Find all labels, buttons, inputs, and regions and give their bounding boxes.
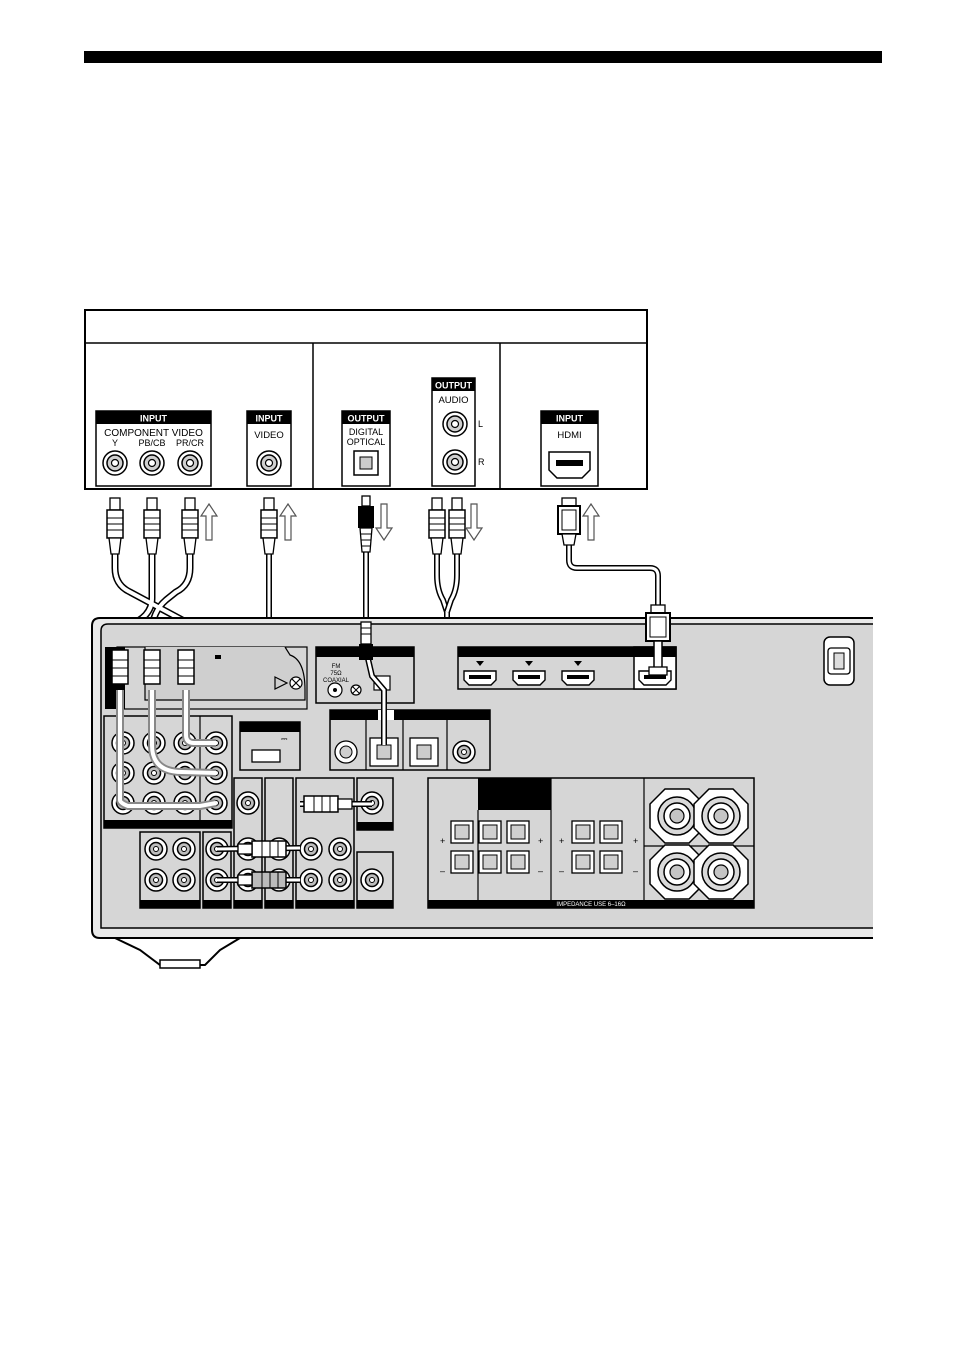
arrow-up-icon xyxy=(201,504,217,540)
speaker-terminal[interactable] xyxy=(479,851,501,873)
arrow-down-icon xyxy=(376,504,392,540)
fm-label-line1: FM xyxy=(332,664,341,670)
hdmi-input-label: HDMI xyxy=(557,430,581,441)
receiver-jack[interactable] xyxy=(173,838,195,860)
component-y-plug xyxy=(107,498,123,554)
audio-right-label: R xyxy=(478,457,485,467)
plus-sign: + xyxy=(559,836,564,846)
video-input-jack[interactable] xyxy=(257,451,281,475)
receiver-jack[interactable] xyxy=(361,869,383,891)
front-speaker-minus-terminal[interactable] xyxy=(694,845,748,899)
receiver-jack[interactable] xyxy=(237,792,259,814)
hdmi-input-header: INPUT xyxy=(556,414,584,424)
usb-port[interactable] xyxy=(252,750,280,762)
component-pb-jack[interactable] xyxy=(140,451,164,475)
video-input-group: INPUT VIDEO xyxy=(247,411,291,486)
speaker-terminal[interactable] xyxy=(451,821,473,843)
receiver-jack[interactable] xyxy=(173,869,195,891)
optical-output-group: OUTPUT DIGITAL OPTICAL xyxy=(342,411,390,486)
optical-line1: DIGITAL xyxy=(349,427,383,437)
component-pr-label: PR/CR xyxy=(176,438,205,448)
speaker-terminal[interactable] xyxy=(600,821,622,843)
receiver-rear-panel: ⎓ FM 75Ω COAXIAL xyxy=(92,618,873,968)
video-input-label: VIDEO xyxy=(254,430,284,441)
ac-inlet xyxy=(824,637,854,685)
plus-sign: + xyxy=(633,836,638,846)
speaker-terminal[interactable] xyxy=(507,851,529,873)
tv-side-plugs xyxy=(107,496,580,554)
plus-sign: + xyxy=(538,836,543,846)
audio-output-right-jack[interactable] xyxy=(443,450,467,474)
minus-sign: – xyxy=(538,866,543,876)
receiver-hdmi-in-1[interactable] xyxy=(464,671,496,685)
receiver-coaxial-jack[interactable] xyxy=(453,741,475,763)
component-video-input-group: INPUT COMPONENT VIDEO Y PB/CB PR/CR xyxy=(96,411,211,486)
component-input-header: INPUT xyxy=(140,414,168,424)
receiver-hdmi-in-2[interactable] xyxy=(513,671,545,685)
audio-output-label: AUDIO xyxy=(438,395,468,406)
component-y-label: Y xyxy=(112,438,118,448)
receiver-jack[interactable] xyxy=(300,838,322,860)
minus-sign: – xyxy=(559,866,564,876)
audio-left-plug xyxy=(429,498,445,554)
optical-plug xyxy=(358,496,374,552)
speaker-terminal[interactable] xyxy=(451,851,473,873)
dc-symbol: ⎓ xyxy=(281,734,288,743)
component-pr-plug xyxy=(182,498,198,554)
audio-right-plug xyxy=(449,498,465,554)
audio-left-label: L xyxy=(478,419,483,429)
hdmi-plug-tv xyxy=(558,498,580,545)
receiver-jack[interactable] xyxy=(329,838,351,860)
speaker-terminal[interactable] xyxy=(572,851,594,873)
tv-panel: INPUT COMPONENT VIDEO Y PB/CB PR/CR INPU… xyxy=(85,310,647,489)
minus-sign: – xyxy=(440,866,445,876)
minus-sign: – xyxy=(633,866,638,876)
speaker-terminal[interactable] xyxy=(479,821,501,843)
receiver-jack[interactable] xyxy=(145,838,167,860)
component-pb-plug xyxy=(144,498,160,554)
receiver-jack[interactable] xyxy=(300,869,322,891)
fm-label-line2: 75Ω xyxy=(330,671,342,677)
arrow-up-icon xyxy=(280,504,296,540)
video-plug xyxy=(261,498,277,554)
receiver-hdmi-in-3[interactable] xyxy=(562,671,594,685)
component-pb-label: PB/CB xyxy=(138,438,165,448)
arrow-up-icon xyxy=(583,504,599,540)
plus-sign: + xyxy=(440,836,445,846)
speaker-terminal[interactable] xyxy=(507,821,529,843)
arrow-down-icon xyxy=(466,504,482,540)
heading-rule xyxy=(84,51,882,63)
front-speaker-minus-terminal[interactable] xyxy=(694,789,748,843)
audio-output-left-jack[interactable] xyxy=(443,412,467,436)
optical-output-header: OUTPUT xyxy=(348,414,386,424)
optical-line2: OPTICAL xyxy=(347,437,386,447)
impedance-label: IMPEDANCE USE 6–16Ω xyxy=(556,902,626,908)
hdmi-input-group: INPUT HDMI xyxy=(541,411,598,486)
video-input-header: INPUT xyxy=(256,414,284,424)
hdmi-cable xyxy=(569,540,658,605)
speaker-terminal[interactable] xyxy=(572,821,594,843)
speaker-terminal[interactable] xyxy=(600,851,622,873)
receiver-jack[interactable] xyxy=(329,869,351,891)
component-y-jack[interactable] xyxy=(103,451,127,475)
audio-output-header: OUTPUT xyxy=(435,381,473,391)
component-pr-jack[interactable] xyxy=(178,451,202,475)
receiver-jack[interactable] xyxy=(145,869,167,891)
